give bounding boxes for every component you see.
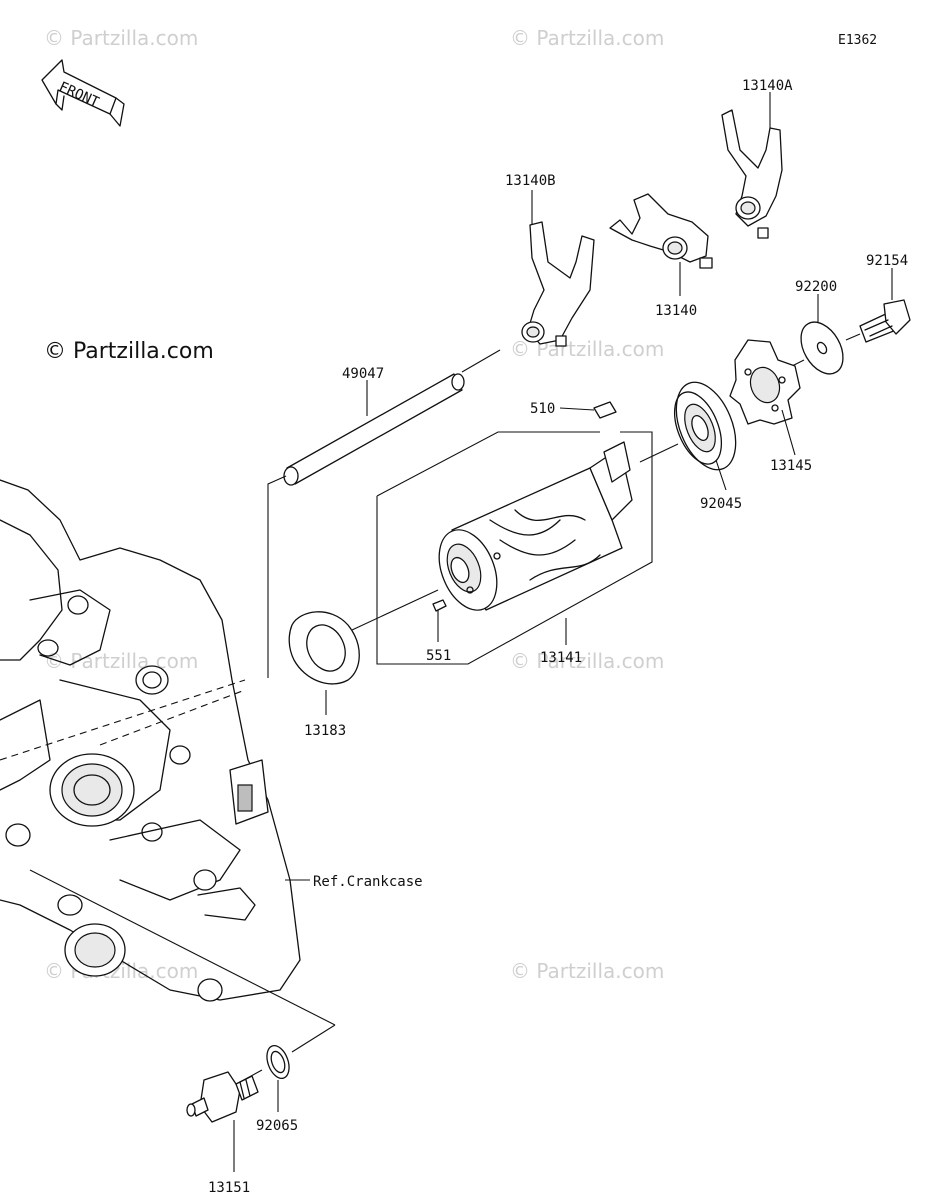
front-arrow-icon: FRONT [41,59,125,127]
assembly-line [29,869,336,1026]
watermarks: © Partzilla.com © Partzilla.com © Partzi… [44,26,664,983]
watermark: © Partzilla.com [44,649,198,673]
label-92065: 92065 [256,1118,298,1134]
label-13140A: 13140A [742,78,793,94]
assembly-line [0,679,246,761]
shift-fork-13140B [521,221,595,347]
label-ref-crankcase: Ref.Crankcase [313,874,423,890]
bearing-92045 [673,381,737,471]
label-13145: 13145 [770,458,812,474]
copyright-main: © Partzilla.com [44,339,214,364]
pin-551 [432,599,447,612]
shift-drum-13141 [438,441,633,611]
washer-13183 [288,611,360,685]
watermark: © Partzilla.com [44,26,198,50]
pin-510 [593,401,617,419]
neutral-switch-13151 [186,1071,259,1123]
watermark: © Partzilla.com [510,26,664,50]
washer-92200 [800,321,844,375]
label-92200: 92200 [795,279,837,295]
shift-rod-49047 [283,373,465,486]
label-13141: 13141 [540,650,582,666]
label-13140: 13140 [655,303,697,319]
label-13151: 13151 [208,1180,250,1196]
label-49047: 49047 [342,366,384,382]
label-510: 510 [530,401,555,417]
diagram-code: E1362 [838,33,877,48]
crankcase-drawing [0,479,301,1002]
gasket-92065 [266,1045,290,1079]
watermark: © Partzilla.com [510,959,664,983]
label-13140B: 13140B [505,173,556,189]
watermark: © Partzilla.com [510,649,664,673]
star-plate-13145 [729,339,801,425]
shift-fork-13140 [609,193,713,269]
bolt-92154 [859,299,911,343]
label-551: 551 [426,648,451,664]
assembly-line [99,689,246,746]
label-92045: 92045 [700,496,742,512]
shift-fork-13140A [721,109,783,239]
label-92154: 92154 [866,253,908,269]
label-13183: 13183 [304,723,346,739]
